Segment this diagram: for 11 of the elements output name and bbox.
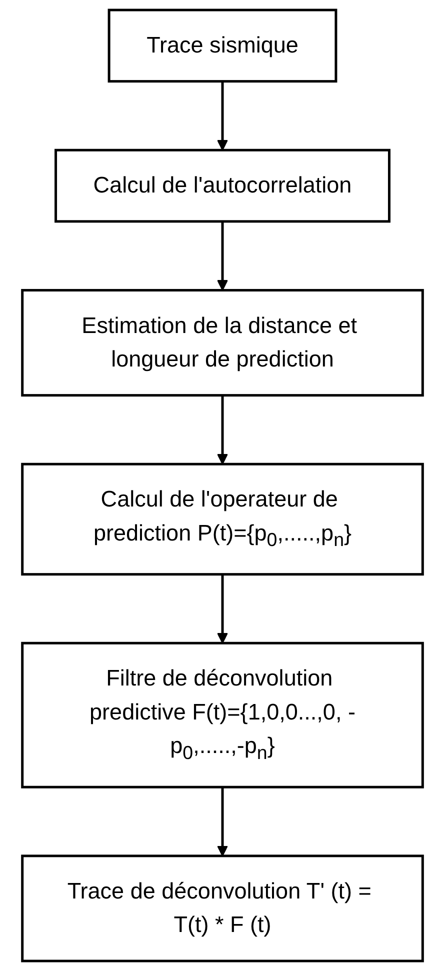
arrow	[217, 81, 228, 151]
node-box: Estimation de la distance et longueur de prediction	[21, 288, 424, 397]
node-box: Filtre de déconvolution predictive F(t)={1,0,0...,0, -p$_{0}$,.....,-p$_{n}$}	[21, 642, 424, 788]
node-box: Trace sismique	[108, 8, 338, 83]
arrow	[217, 574, 228, 644]
node-box: Trace de déconvolution T' (t) = T(t) * F (t)	[21, 854, 424, 962]
arrow	[217, 787, 228, 856]
node-box: Calcul de l'autocorrelation	[54, 148, 390, 223]
node-box: Calcul de l'operateur de prediction P(t)={p$_{0}$,.....,p$_{n}$}	[21, 462, 424, 576]
arrow	[217, 221, 228, 291]
arrow	[217, 395, 228, 465]
